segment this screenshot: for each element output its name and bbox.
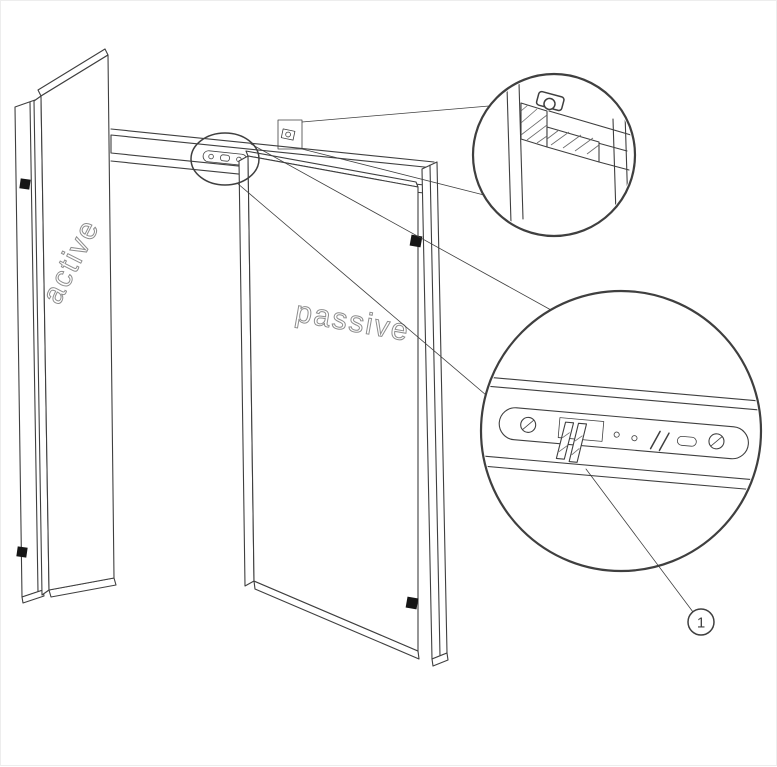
bolt-slot [220, 154, 230, 162]
strike-callout-ellipse [190, 132, 260, 186]
flush-bolt-keeper [535, 90, 565, 112]
plate-hole [613, 431, 620, 438]
screw-icon [208, 153, 214, 160]
plate-hole [631, 435, 638, 442]
callout-1-number: 1 [697, 615, 705, 632]
passive-door-face [247, 155, 419, 652]
frame-right-jamb [421, 161, 449, 667]
door-edge-line [483, 376, 759, 403]
left-jamb-inner-edge [29, 101, 39, 593]
latch-marks [649, 430, 670, 452]
right-jamb-inner-edge [429, 164, 441, 657]
door-edge-line [483, 385, 759, 412]
top-corner-detail-circle [471, 72, 637, 238]
screw-icon [708, 433, 725, 450]
hinge-icon [16, 546, 28, 558]
top-strike-marker-box [277, 119, 303, 150]
flush-bolt [555, 421, 588, 463]
top-strike-marker [277, 119, 303, 150]
detail-connector-lines-bottom [236, 143, 552, 396]
top-corner-detail-content [506, 82, 632, 224]
top-corner-detail [471, 72, 637, 238]
right-jamb-foot [431, 652, 449, 667]
callout-1-circle [687, 608, 715, 636]
passive-door: passive [238, 150, 423, 660]
door-edge-line [483, 454, 759, 481]
strike-plate-detail-content [483, 376, 759, 491]
callout-1: 1 [585, 468, 715, 636]
top-keeper-mini [280, 128, 296, 141]
section-hatching [520, 104, 600, 155]
strike-plate-detail [479, 289, 763, 573]
left-jamb-foot [21, 589, 45, 604]
callout-1-leader-line [585, 468, 694, 613]
hinge-icon [405, 596, 419, 610]
detail-connector-lines-top [301, 105, 490, 196]
door-edge-line [483, 464, 759, 491]
oblong-slot [676, 435, 697, 447]
active-door-face [40, 54, 115, 591]
active-door: active [33, 48, 117, 598]
hinge-icon [19, 178, 31, 190]
section-cut [520, 102, 600, 163]
screw-icon [520, 416, 537, 433]
hinge-icon [409, 234, 423, 248]
header-top-back-edge [110, 128, 435, 163]
